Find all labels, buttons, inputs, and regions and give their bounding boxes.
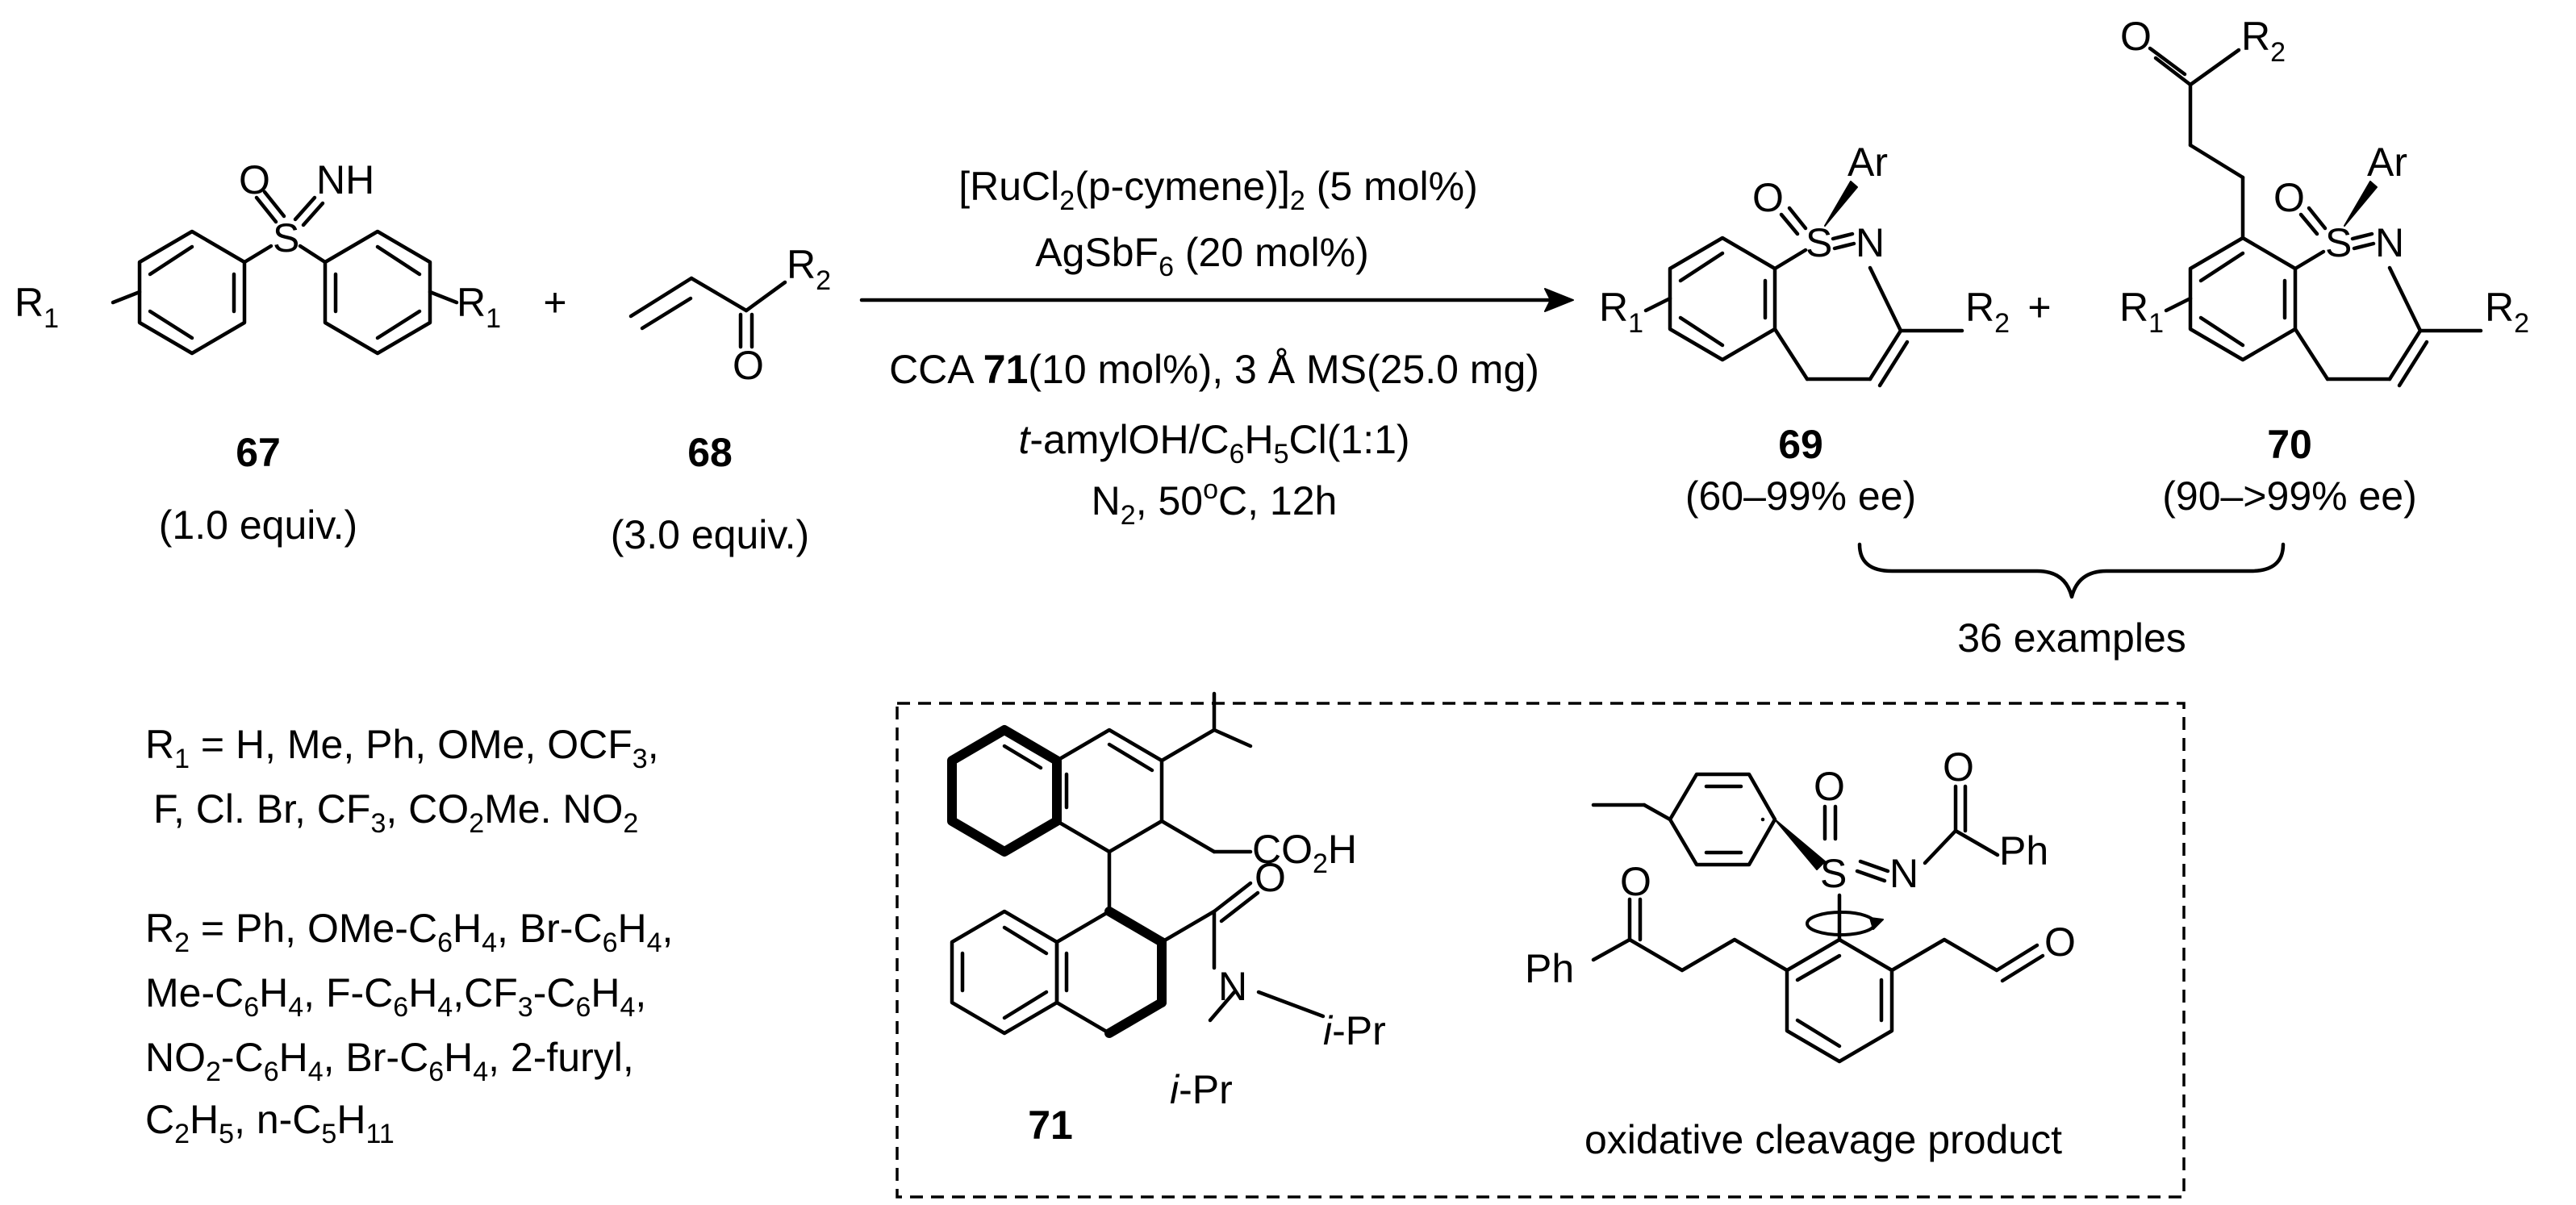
atom-O: O: [1255, 855, 1286, 900]
additive-text: AgSbF6 (20 mol%): [1035, 230, 1369, 282]
atom-NH: NH: [316, 157, 374, 202]
r1-label: R1: [2119, 285, 2164, 339]
ipr-label: i-Pr: [1170, 1067, 1233, 1112]
atom-O: O: [2273, 175, 2305, 220]
cca-text: CCA 71(10 mol%), 3 Å MS(25.0 mg): [889, 347, 1539, 392]
catalyst-text: [RuCl2(p-cymene)]2 (5 mol%): [958, 164, 1478, 216]
grouping-brace: [1857, 542, 2286, 599]
svg-text:NO2-C6H4, Br-C6H4, 2-furyl,: NO2-C6H4, Br-C6H4, 2-furyl,: [145, 1035, 634, 1087]
r1-label: R1: [1599, 285, 1643, 339]
svg-text:C2H5, n-C5H11: C2H5, n-C5H11: [145, 1097, 395, 1149]
atom-S: S: [2325, 220, 2352, 265]
compound-68-structure: O R2: [628, 242, 831, 388]
atom-S: S: [1806, 220, 1832, 265]
r1-label: R1: [15, 280, 59, 334]
r2-label: R2: [1965, 285, 2010, 339]
r1-substituent-list: R1 = H, Me, Ph, OMe, OCF3, F, Cl. Br, CF…: [145, 722, 659, 839]
co2h-label: CO2H: [1252, 827, 1357, 879]
atom-O: O: [2120, 14, 2152, 59]
svg-text:Me-C6H4, F-C6H4,CF3-C6H4,: Me-C6H4, F-C6H4,CF3-C6H4,: [145, 970, 646, 1023]
equiv-67: (1.0 equiv.): [159, 502, 357, 548]
cleavage-product-label: oxidative cleavage product: [1584, 1117, 2062, 1162]
dashed-inset-box: [896, 702, 2186, 1199]
atom-S: S: [273, 215, 299, 261]
r2-substituent-list: R2 = Ph, OMe-C6H4, Br-C6H4, Me-C6H4, F-C…: [145, 906, 673, 1149]
r2-label: R2: [2485, 285, 2529, 339]
atom-Ar: Ar: [1847, 140, 1888, 185]
atom-O: O: [1620, 859, 1651, 904]
compound-number-70: 70: [2267, 422, 2312, 467]
compound-71-structure: O N i-Pr i-Pr CO2H: [947, 691, 1386, 1112]
atom-S: S: [1820, 851, 1847, 896]
ipr-label: i-Pr: [1323, 1008, 1386, 1053]
plus-sign: +: [543, 280, 566, 325]
atom-O: O: [1752, 175, 1784, 220]
examples-count: 36 examples: [1957, 615, 2186, 661]
svg-text:R1 = H, Me, Ph, OMe, OCF3,: R1 = H, Me, Ph, OMe, OCF3,: [145, 722, 659, 774]
svg-text:F, Cl. Br, CF3, CO2Me. NO2: F, Cl. Br, CF3, CO2Me. NO2: [153, 786, 638, 839]
phenyl-label: Ph: [1525, 946, 1574, 991]
atom-Ar: Ar: [2367, 140, 2407, 185]
equiv-68: (3.0 equiv.): [611, 512, 809, 557]
svg-text:R2 = Ph, OMe-C6H4, Br-C6H4,: R2 = Ph, OMe-C6H4, Br-C6H4,: [145, 906, 673, 958]
atom-O: O: [1943, 744, 1974, 790]
r2-label: R2: [2241, 14, 2286, 68]
phenyl-label: Ph: [1999, 828, 2048, 874]
atom-O: O: [239, 157, 270, 202]
compound-number-71: 71: [1028, 1103, 1073, 1148]
atom-N: N: [2375, 220, 2404, 265]
ee-69: (60–99% ee): [1685, 473, 1916, 519]
atom-N: N: [1218, 964, 1247, 1009]
atom-N: N: [1889, 851, 1918, 896]
r2-label: R2: [787, 242, 831, 296]
atom-O: O: [733, 343, 764, 388]
compound-70-structure: O R2 S O N Ar R1 R2: [2119, 14, 2529, 388]
plus-sign: +: [2027, 285, 2051, 330]
arrow-head: [1544, 288, 1574, 312]
compound-69-structure: S O N Ar R1 R2: [1599, 140, 2010, 388]
ee-70: (90–>99% ee): [2162, 473, 2417, 519]
solvent-text: t-amylOH/C6H5Cl(1:1): [1018, 417, 1409, 469]
atom-N: N: [1856, 220, 1885, 265]
atom-O: O: [2044, 919, 2076, 965]
compound-number-68: 68: [687, 430, 733, 475]
atom-O: O: [1814, 764, 1845, 809]
compound-number-69: 69: [1778, 422, 1823, 467]
cleavage-product-structure: O S N O Ph O O Ph: [1525, 744, 2076, 1064]
r1-label: R1: [457, 280, 501, 334]
compound-67-structure: S O NH R1 R1: [15, 157, 501, 356]
compound-number-67: 67: [236, 430, 281, 475]
conditions-text: N2, 50oC, 12h: [1092, 474, 1338, 531]
